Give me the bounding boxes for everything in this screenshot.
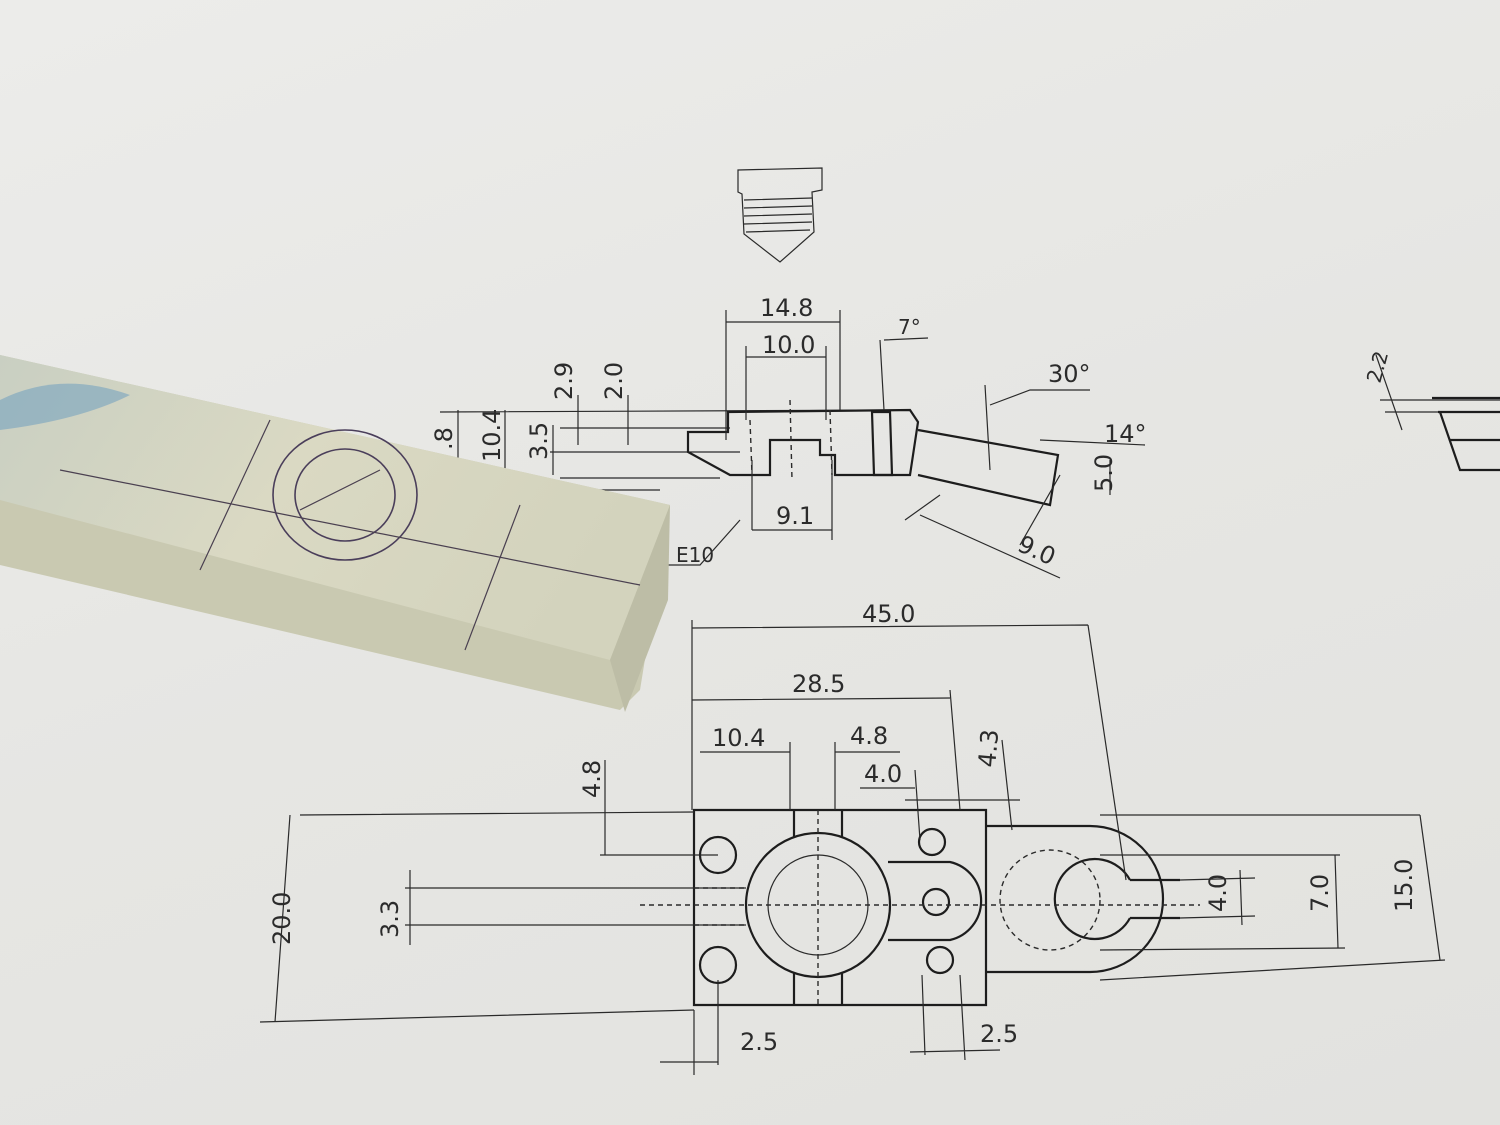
dim-5-0: 5.0 (1090, 454, 1118, 492)
dim-2-9: 2.9 (550, 362, 578, 400)
dim-2-0: 2.0 (600, 362, 628, 400)
dim-10-4: 10.4 (478, 409, 506, 462)
dim-7-0: 7.0 (1306, 874, 1334, 912)
dim-4-0-top: 4.0 (864, 760, 902, 788)
dim-9-1: 9.1 (776, 502, 814, 530)
dim-2-5-left: 2.5 (740, 1028, 778, 1056)
dim-28-5: 28.5 (792, 670, 845, 698)
dim-14-8: 14.8 (760, 294, 813, 322)
dim-2-2: 2.2 (1362, 348, 1393, 385)
dim-4-8-top: 4.8 (850, 722, 888, 750)
workpiece-block (0, 355, 670, 712)
dim-4-3: 4.3 (973, 728, 1004, 768)
dim-20-0: 20.0 (268, 892, 296, 945)
dim-e10: E10 (676, 543, 714, 567)
dim-45-0: 45.0 (862, 600, 915, 628)
dim-10-0: 10.0 (762, 331, 815, 359)
dim-7-deg: 7° (898, 315, 921, 339)
dim-8: .8 (430, 427, 458, 450)
top-view: 45.0 28.5 10.4 4.8 4.0 4.3 4.8 20.0 3.3 … (259, 600, 1446, 1075)
dim-2-5-right: 2.5 (980, 1020, 1018, 1048)
dim-30-deg: 30° (1048, 360, 1091, 388)
dim-4-8-left: 4.8 (578, 760, 606, 798)
dim-3-5: 3.5 (525, 422, 553, 460)
dim-15-0: 15.0 (1390, 859, 1418, 912)
dim-14-deg: 14° (1104, 420, 1147, 448)
right-view: 2.2 (1362, 348, 1500, 472)
dim-10-4-top: 10.4 (712, 724, 765, 752)
nozzle-drawing (737, 167, 823, 263)
dim-9-0: 9.0 (1014, 530, 1060, 571)
dim-4-0-hook: 4.0 (1204, 874, 1232, 912)
dim-3-3: 3.3 (376, 900, 404, 938)
